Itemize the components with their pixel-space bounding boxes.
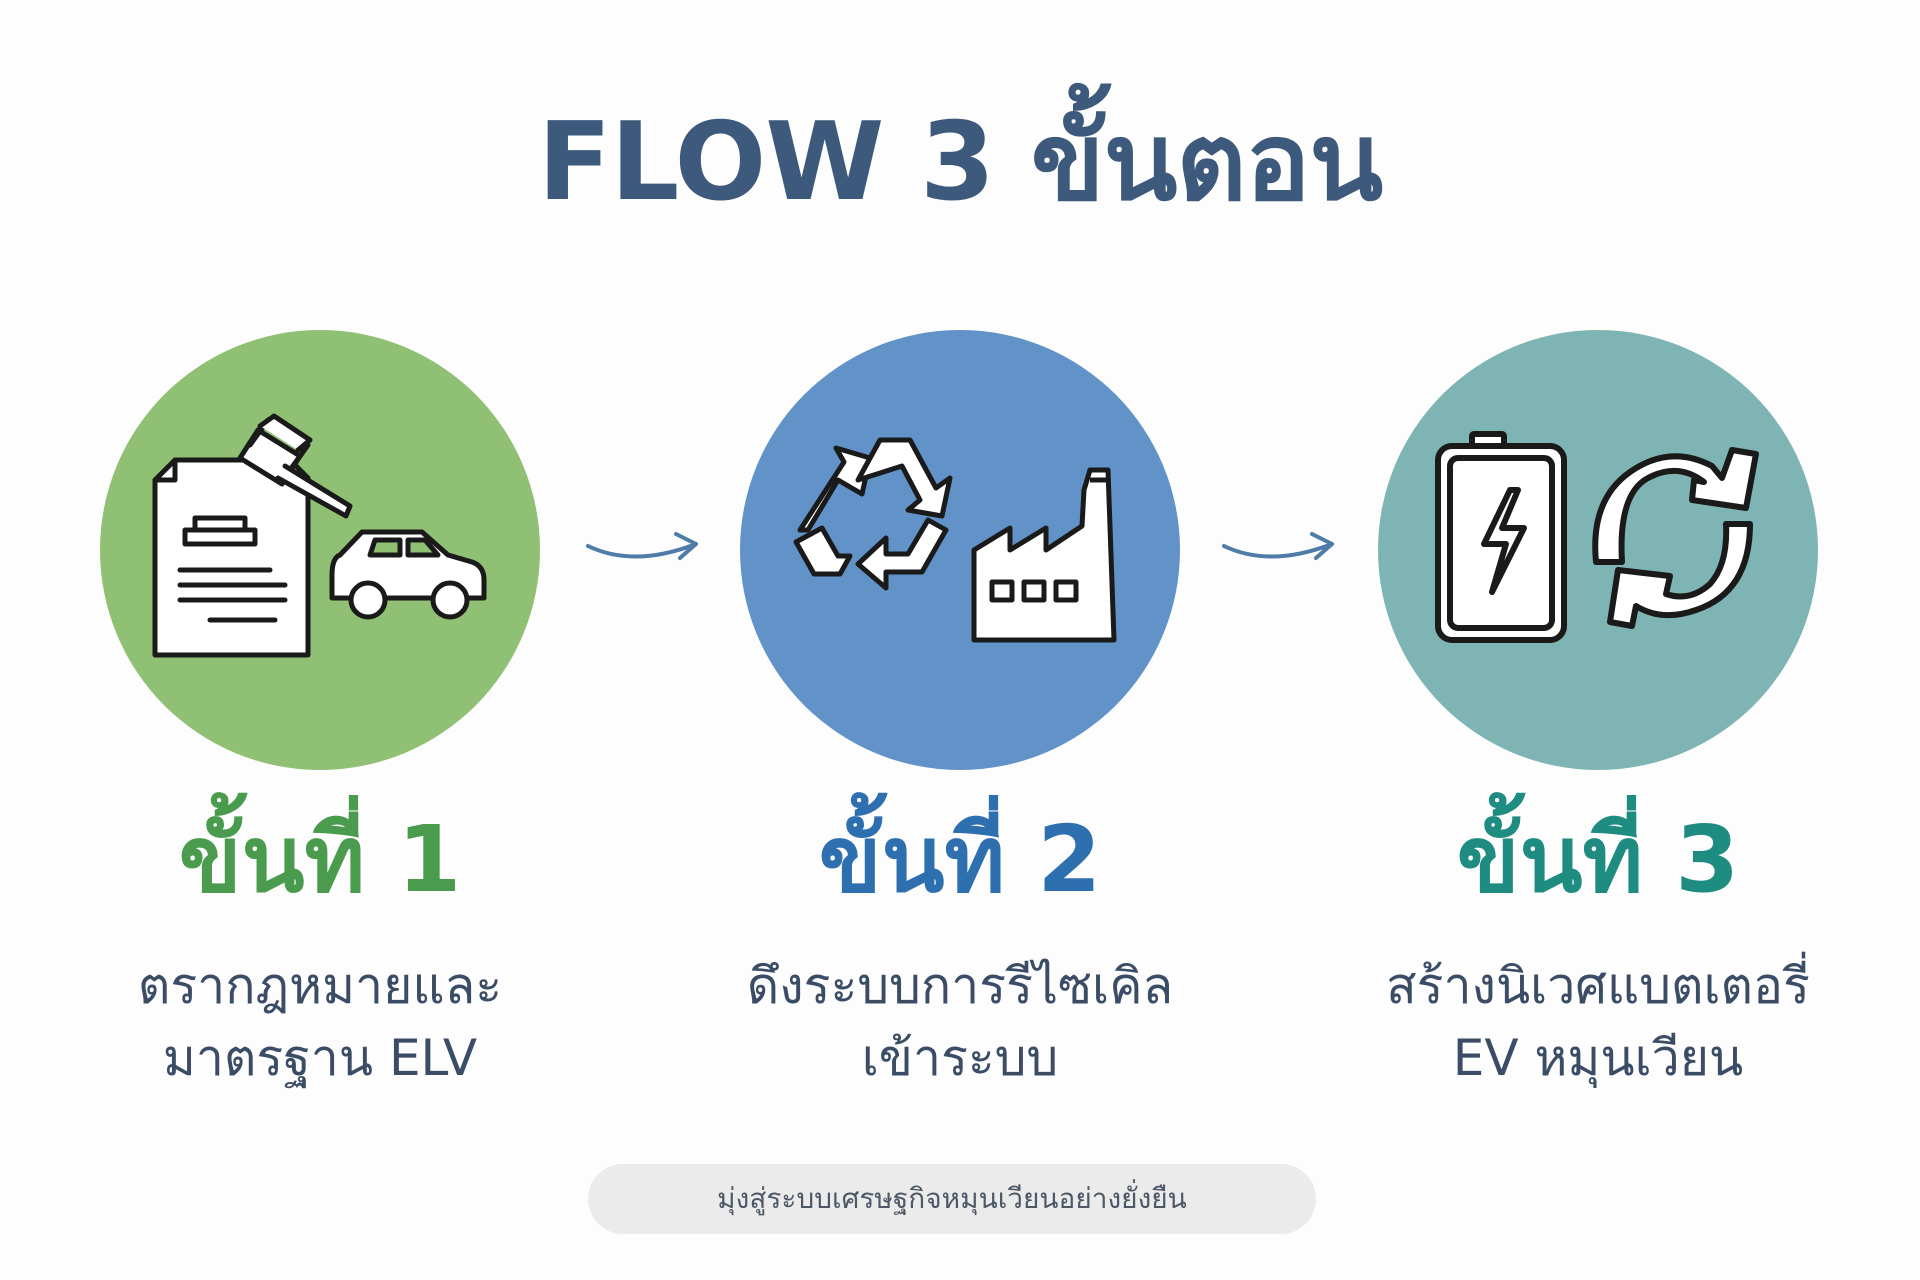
recycle-icon: [793, 437, 953, 591]
arrow-step-2-to-3: [1222, 532, 1334, 560]
step-1: ขั้นที่ 1 ตรากฎหมายและ มาตรฐาน ELV: [0, 330, 640, 1130]
step-1-desc-line-1: ตรากฎหมายและ: [137, 957, 503, 1015]
factory-icon: [971, 467, 1117, 643]
step-2-description: ดึงระบบการรีไซเคิล เข้าระบบ: [640, 950, 1280, 1094]
step-2-label: ขั้นที่ 2: [818, 806, 1102, 913]
step-1-desc-line-2: มาตรฐาน ELV: [162, 1029, 478, 1087]
step-3-desc-line-2: EV หมุนเวียน: [1452, 1029, 1744, 1087]
battery-charging-icon: [1435, 431, 1567, 643]
refresh-cycle-icon: [1592, 447, 1759, 629]
footer-tagline: มุ่งสู่ระบบเศรษฐกิจหมุนเวียนอย่างยั่งยืน: [588, 1164, 1316, 1234]
step-1-description: ตรากฎหมายและ มาตรฐาน ELV: [0, 950, 640, 1094]
step-1-circle: [100, 330, 540, 770]
step-3-desc-line-1: สร้างนิเวศแบตเตอรี่: [1386, 957, 1810, 1015]
step-3-description: สร้างนิเวศแบตเตอรี่ EV หมุนเวียน: [1278, 950, 1918, 1094]
step-2-desc-line-1: ดึงระบบการรีไซเคิล: [746, 957, 1174, 1015]
step-2-desc-line-2: เข้าระบบ: [861, 1029, 1059, 1087]
step-3-circle: [1378, 330, 1818, 770]
step-3-label: ขั้นที่ 3: [1456, 806, 1740, 913]
step-2-circle: [740, 330, 1180, 770]
arrow-step-1-to-2: [586, 532, 698, 560]
step-1-label: ขั้นที่ 1: [178, 806, 462, 913]
page-title: FLOW 3 ขั้นตอน: [537, 100, 1384, 225]
step-2: ขั้นที่ 2 ดึงระบบการรีไซเคิล เข้าระบบ: [640, 330, 1280, 1130]
law-document-gavel-icon: [152, 413, 353, 658]
car-icon: [329, 529, 487, 620]
step-3: ขั้นที่ 3 สร้างนิเวศแบตเตอรี่ EV หมุนเวี…: [1278, 330, 1918, 1130]
